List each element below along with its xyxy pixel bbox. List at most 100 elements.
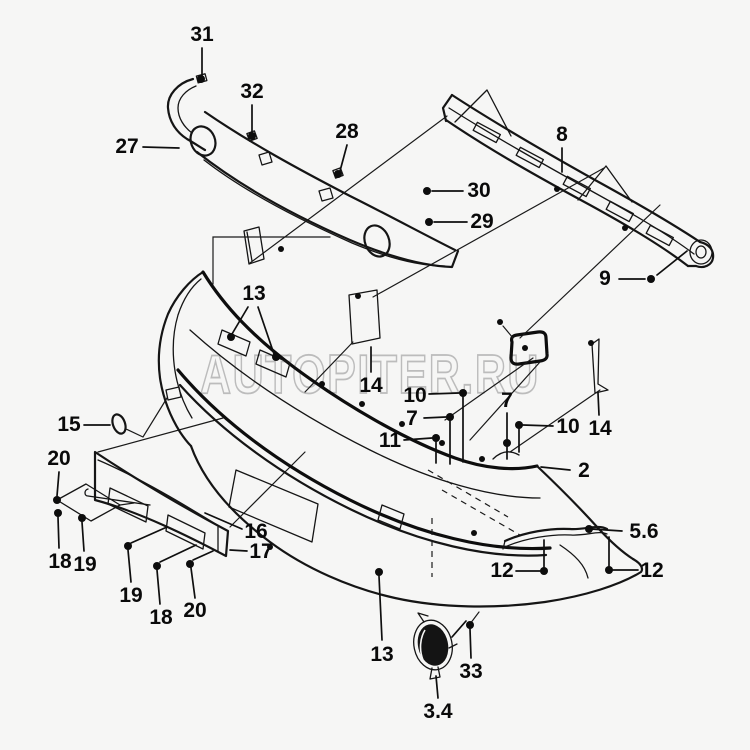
callout-7: 7 [406, 407, 454, 465]
license-plate-bracket [56, 450, 230, 558]
leader-line [469, 628, 472, 659]
leader-line [257, 306, 275, 355]
hardware-dot [439, 440, 445, 446]
part-number-label-7-11[interactable]: 7 [406, 407, 418, 430]
part-number-label-20-24[interactable]: 20 [47, 447, 70, 470]
callout-27: 27 [115, 135, 180, 158]
part-number-label-20-29[interactable]: 20 [183, 599, 206, 622]
part-number-label-2-16[interactable]: 2 [578, 459, 590, 482]
part-number-label-29-5[interactable]: 29 [470, 210, 493, 233]
part-number-label-16-30[interactable]: 16 [244, 520, 267, 543]
hardware-dot [399, 421, 405, 427]
leader-line [339, 144, 348, 172]
bumper-upper-molding-27 [166, 73, 460, 269]
part-number-label-3.4-22[interactable]: 3.4 [423, 700, 453, 723]
hardware-dot [319, 381, 325, 387]
callout-10: 10 [515, 415, 580, 453]
callout-13: 13 [370, 568, 394, 666]
leader-line [656, 250, 688, 276]
callout-5.6: 5.6 [585, 520, 659, 543]
part-number-label-11-12[interactable]: 11 [379, 429, 402, 452]
fastener-dot [153, 562, 161, 570]
fastener-dot [432, 434, 440, 442]
part-number-label-15-23[interactable]: 15 [57, 413, 81, 436]
part-number-label-18-25[interactable]: 18 [48, 550, 72, 573]
bumper-reinforcement-8 [441, 89, 715, 269]
fastener-dot [605, 566, 613, 574]
hardware-dot [497, 319, 503, 325]
part-number-label-18-28[interactable]: 18 [149, 606, 173, 629]
callout-8: 8 [556, 123, 568, 173]
fastener-dot [248, 132, 256, 140]
callout-13: 13 [227, 282, 280, 361]
part-number-label-30-4[interactable]: 30 [467, 179, 490, 202]
part-number-label-10-14[interactable]: 10 [556, 415, 579, 438]
hardware-dot [622, 225, 628, 231]
leader-line [378, 575, 383, 641]
side-mounting-strip-56 [502, 525, 609, 550]
part-number-label-9-7[interactable]: 9 [599, 267, 611, 290]
callout-12: 12 [605, 536, 664, 582]
part-number-label-33-21[interactable]: 33 [459, 660, 482, 683]
part-number-label-19-26[interactable]: 19 [73, 553, 96, 576]
part-number-label-14-15[interactable]: 14 [588, 417, 612, 440]
callout-18: 18 [48, 509, 72, 573]
leader-line [229, 549, 248, 552]
callout-14: 14 [359, 346, 383, 397]
callout-16: 16 [204, 512, 268, 543]
leader-line [590, 528, 623, 532]
leader-line [127, 549, 132, 583]
callout-10: 10 [403, 384, 467, 463]
leader-line [204, 512, 243, 530]
fastener-dot [423, 187, 431, 195]
callout-17: 17 [229, 540, 273, 563]
part-number-label-28-3[interactable]: 28 [335, 120, 359, 143]
part-number-label-8-6[interactable]: 8 [556, 123, 568, 146]
alignment-mark [454, 89, 512, 137]
hardware-dot [355, 293, 361, 299]
clip-32 [246, 130, 258, 142]
fastener-dot [197, 75, 205, 83]
front-bumper-fascia [157, 270, 644, 608]
leader-line [231, 306, 249, 335]
part-number-label-13-20[interactable]: 13 [370, 643, 393, 666]
part-number-label-19-27[interactable]: 19 [119, 584, 142, 607]
callout-32: 32 [240, 80, 264, 140]
leader-line [428, 392, 460, 395]
fastener-plate-20 [56, 483, 121, 522]
hardware-dot [267, 544, 273, 550]
fastener-dot [334, 170, 342, 178]
part-number-label-27-2[interactable]: 27 [115, 135, 138, 158]
fastener-dot [375, 568, 383, 576]
bracket-7 [502, 325, 549, 366]
leader-line [192, 550, 214, 561]
part-number-label-14-9[interactable]: 14 [359, 374, 383, 397]
part-number-label-12-19[interactable]: 12 [640, 559, 663, 582]
callout-28: 28 [334, 120, 359, 178]
part-number-label-10-10[interactable]: 10 [403, 384, 426, 407]
part-number-label-12-18[interactable]: 12 [490, 559, 513, 582]
fastener-dot [227, 333, 235, 341]
part-number-label-31-0[interactable]: 31 [190, 23, 214, 46]
leader-line [56, 471, 60, 497]
callout-30: 30 [423, 179, 491, 202]
leader-line [142, 146, 180, 149]
part-number-label-13-8[interactable]: 13 [242, 282, 265, 305]
fastener-dot [425, 218, 433, 226]
part-number-label-7-13[interactable]: 7 [501, 389, 513, 412]
callout-19: 19 [73, 514, 97, 576]
leader-line [156, 569, 161, 605]
small-bracket [212, 226, 331, 285]
alignment-mark [577, 165, 633, 203]
fastener-dot [647, 275, 655, 283]
hardware-dot [471, 530, 477, 536]
fastener-dot [585, 525, 593, 533]
part-number-label-17-31[interactable]: 17 [249, 540, 272, 563]
fastener-dot [459, 389, 467, 397]
leader-line [597, 392, 600, 416]
callout-11: 11 [379, 429, 440, 464]
part-number-label-32-1[interactable]: 32 [240, 80, 263, 103]
part-number-label-5.6-17[interactable]: 5.6 [629, 520, 658, 543]
fastener-dot [186, 560, 194, 568]
